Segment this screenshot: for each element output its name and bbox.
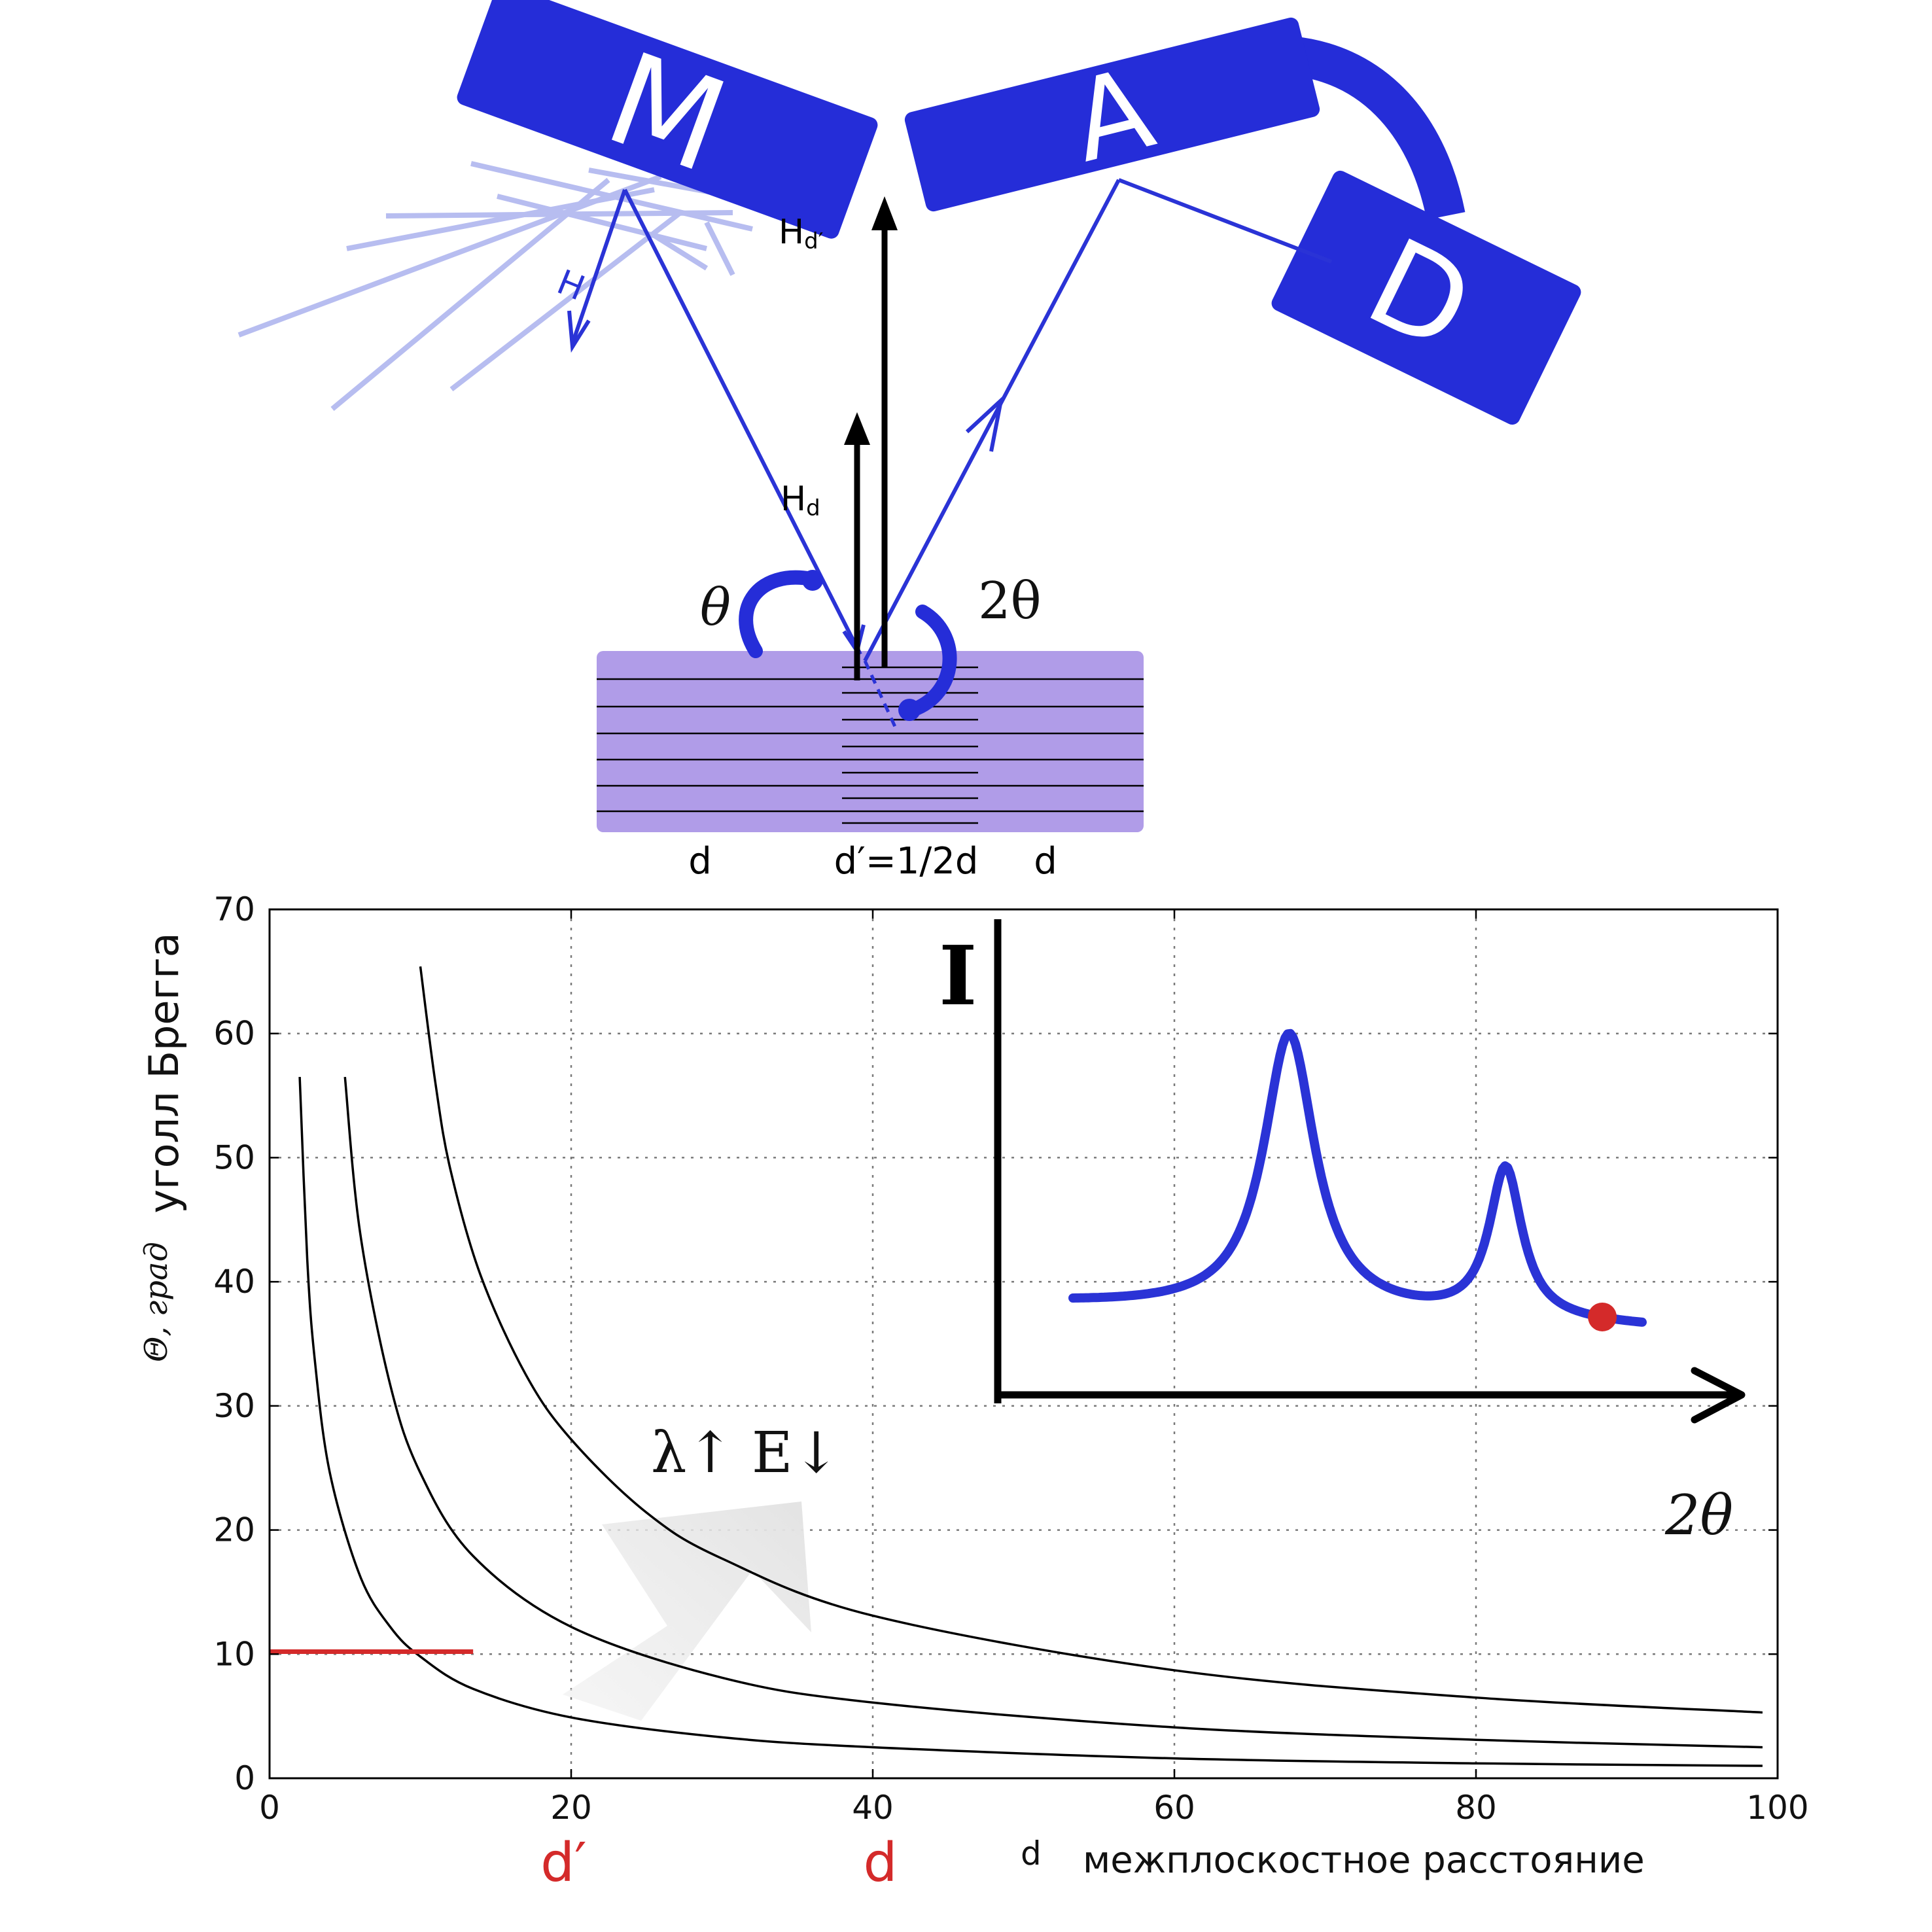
- reflected-H-beam: [571, 189, 627, 344]
- chart-grid: [270, 909, 1778, 1778]
- detector-arm: [1286, 36, 1466, 220]
- x-tick-label: 20: [550, 1789, 592, 1827]
- axis-ticks: 0 20 40 60 80 100 0 10 20 30 40 50 60 70: [213, 890, 1808, 1827]
- y-tick-label: 30: [213, 1387, 255, 1425]
- d-prime-marker: d′: [540, 1832, 587, 1894]
- trend-arrow: [563, 1502, 811, 1721]
- analyzed-beam: [1117, 178, 1333, 264]
- d-marker: d: [863, 1832, 897, 1894]
- reflected-H-arrowhead: [567, 310, 591, 353]
- theta-arc: [739, 570, 818, 658]
- y-axis-title-top: уголл Брегга: [140, 932, 188, 1213]
- y-tick-label: 70: [213, 890, 255, 928]
- beam-extension: [863, 659, 898, 731]
- vector-Hd-prime-subscript: d′: [804, 228, 823, 255]
- x-tick-label: 40: [852, 1789, 894, 1827]
- y-tick-label: 10: [213, 1635, 255, 1673]
- sample-label-d-left: d: [688, 840, 712, 883]
- inset-x-label: 2θ: [1664, 1483, 1733, 1547]
- inset-y-label: I: [939, 928, 977, 1024]
- sample-label-d-right: d: [1034, 840, 1057, 883]
- sample: [597, 651, 1144, 832]
- y-tick-label: 20: [213, 1511, 255, 1549]
- diffracted-beam-arrowhead: [965, 395, 1004, 452]
- x-axis-prefix: d: [1021, 1835, 1042, 1872]
- vector-Hd-prime: Hd′: [779, 196, 898, 667]
- bragg-curves: [298, 966, 1763, 1767]
- bragg-curve-3: [419, 966, 1763, 1714]
- incident-beam: [623, 188, 862, 656]
- sample-label-d-prime: d′=1/2d: [834, 840, 979, 883]
- lattice-planes-d: [597, 678, 1144, 813]
- svg-text:Hd: Hd: [781, 480, 820, 521]
- vector-Hd-subscript: d: [806, 495, 820, 521]
- monochromator: M: [457, 0, 878, 239]
- x-tick-label: 0: [259, 1789, 280, 1827]
- bragg-curve-2: [343, 1076, 1763, 1749]
- x-tick-label: 60: [1153, 1789, 1195, 1827]
- two-theta-label: 2θ: [978, 572, 1042, 631]
- spectrometer-diagram: M A D: [237, 0, 1581, 883]
- y-tick-label: 50: [213, 1138, 255, 1176]
- inset-end-marker: [1588, 1302, 1617, 1331]
- x-tick-label: 100: [1746, 1789, 1808, 1827]
- scattered-rays: [237, 161, 753, 412]
- vector-Hd-symbol: H: [781, 480, 806, 519]
- bragg-curve-1: [298, 1077, 1763, 1767]
- beam-label-H: H: [552, 262, 590, 308]
- plot-frame: [268, 908, 1779, 1780]
- svg-text:Hd′: Hd′: [779, 213, 823, 255]
- vector-Hd: Hd: [781, 412, 870, 680]
- theta-label: θ: [700, 578, 731, 637]
- vector-Hd-prime-symbol: H: [779, 213, 804, 252]
- intensity-inset: I 2θ: [939, 919, 1746, 1547]
- y-axis-title-bottom: Θ, град: [138, 1242, 175, 1362]
- y-tick-label: 0: [234, 1759, 255, 1797]
- diffracted-beam: [863, 179, 1121, 662]
- inset-x-arrowhead: [1691, 1367, 1746, 1424]
- two-theta-arc: [905, 605, 957, 717]
- intensity-curve: [1068, 1028, 1647, 1327]
- trend-annotation: λ↑ E↓: [651, 1420, 840, 1486]
- x-tick-label: 80: [1455, 1789, 1497, 1827]
- x-axis-title: межплоскостное расстояние: [1083, 1839, 1645, 1882]
- y-tick-label: 60: [213, 1015, 255, 1053]
- bragg-angle-chart: 0 20 40 60 80 100 0 10 20 30 40 50 60 70 λ↑ E↓ уголл …: [138, 890, 1809, 1894]
- analyzer: A: [904, 17, 1320, 212]
- y-tick-label: 40: [213, 1263, 255, 1301]
- lattice-planes-d-prime: [842, 666, 978, 824]
- detector: D: [1271, 170, 1581, 425]
